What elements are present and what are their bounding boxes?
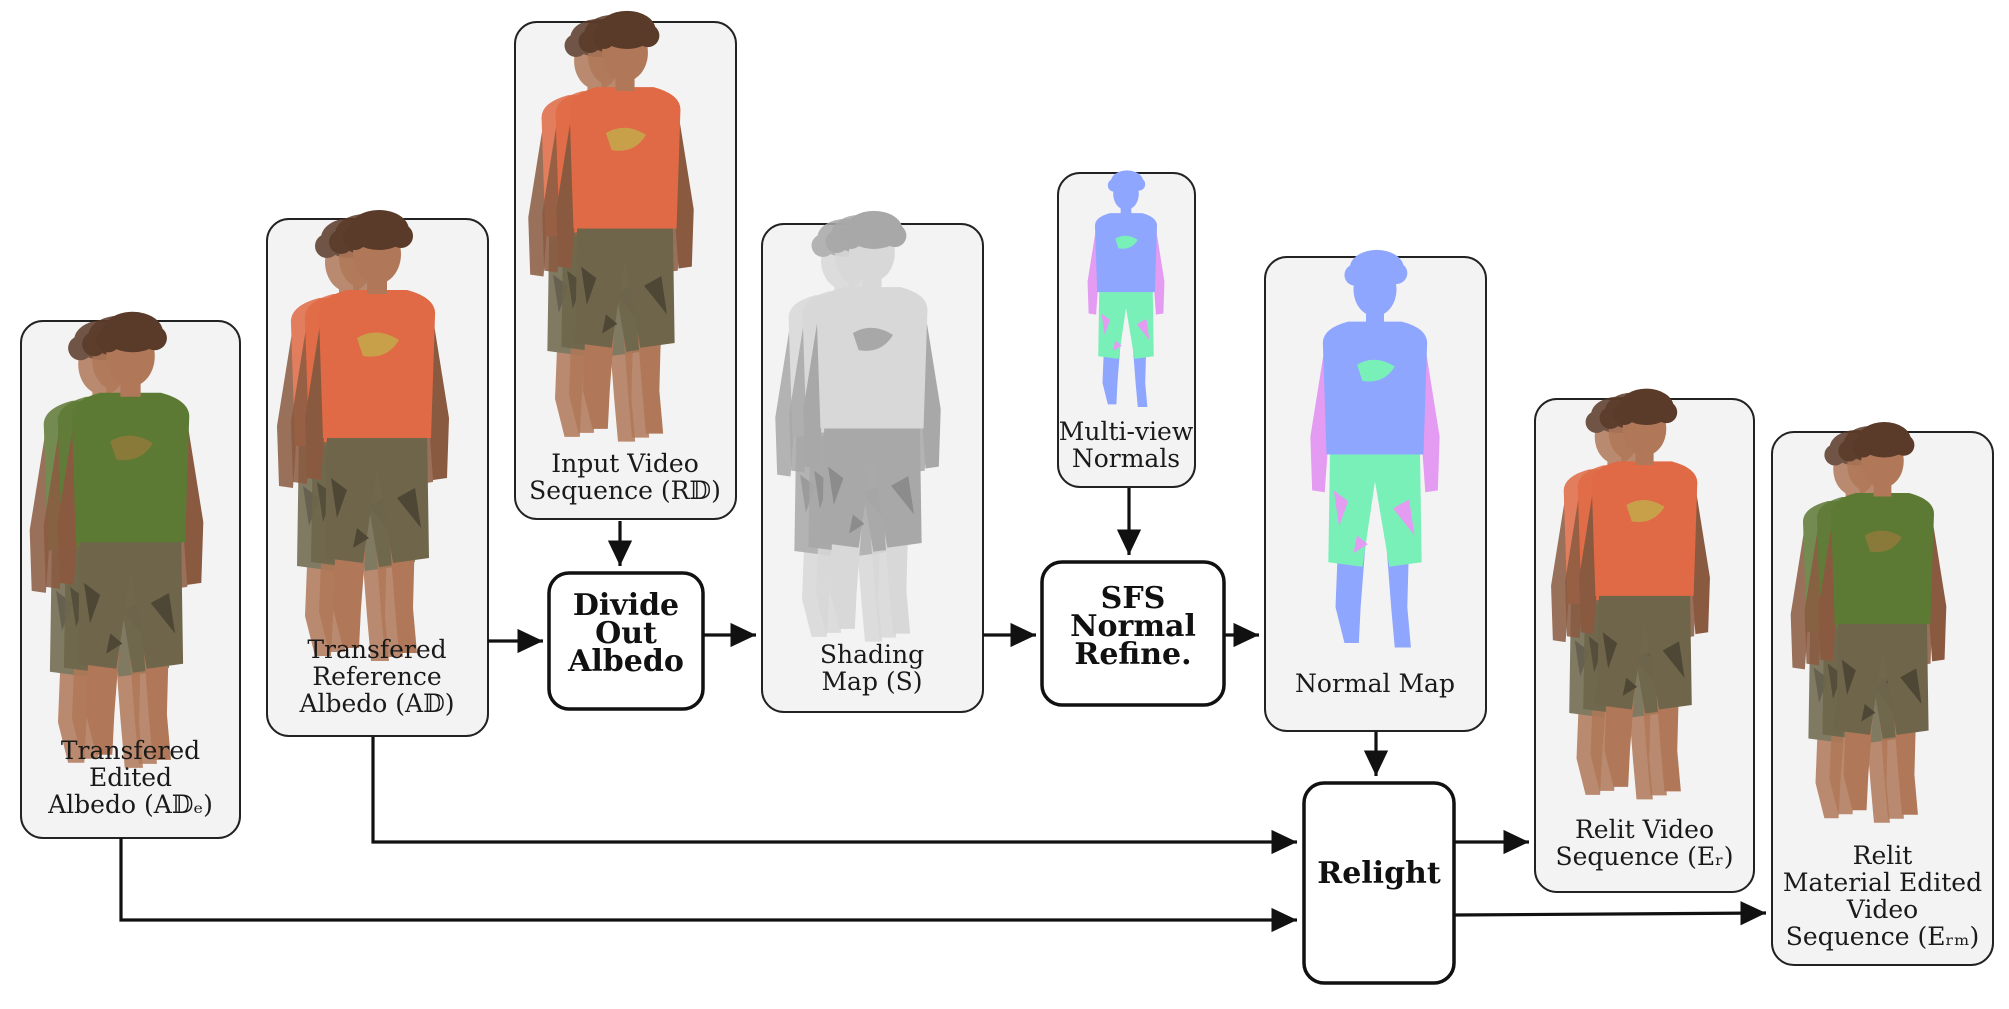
label-line: Normal: [1070, 609, 1196, 644]
normal-map-label: Normal Map: [1295, 669, 1455, 698]
label-line: Map (S): [821, 667, 922, 696]
person-figure: [803, 210, 941, 634]
label-line: SFS: [1101, 581, 1166, 616]
label-line: Sequence (R𝔻): [529, 476, 721, 505]
arrow-relight-to-relit-material: [1453, 901, 1767, 926]
normal-map-node: Normal Map: [1264, 249, 1487, 732]
label-line: Edited: [89, 763, 172, 792]
label-line: Transfered: [307, 635, 446, 664]
relight-process: Relight: [1302, 781, 1456, 985]
person-figure: [305, 210, 449, 653]
person-figure: [57, 311, 204, 760]
label-line: Normals: [1072, 444, 1180, 473]
person-figure: [1310, 249, 1440, 648]
label-line: Albedo (A𝔻): [298, 689, 454, 718]
label-line: Relit Video: [1575, 815, 1714, 844]
label-line: Sequence (Eᵣₘ): [1786, 922, 1979, 951]
label-line: Albedo (A𝔻ₑ): [47, 790, 213, 819]
label-line: Divide: [573, 588, 679, 623]
label-line: Input Video: [551, 449, 699, 478]
edited-albedo-figures: [29, 311, 204, 768]
reference-albedo-figures: [277, 210, 449, 661]
label-line: Refine.: [1074, 637, 1191, 672]
person-figure: [556, 10, 694, 434]
person-figure: [1579, 388, 1710, 792]
arrow-edited-to-relight: [119, 838, 1297, 933]
relit-material-figures: [1790, 422, 1947, 823]
label-line: Out: [595, 616, 657, 651]
relit-video-figures: [1551, 388, 1710, 800]
input-video-figures: [528, 10, 694, 442]
relight-label: Relight: [1317, 856, 1441, 891]
label-line: Sequence (Eᵣ): [1555, 842, 1733, 871]
arrows: [119, 488, 1767, 933]
label-line: Albedo: [567, 644, 684, 679]
normal-map-figure: [1310, 249, 1440, 648]
label-line: Normal Map: [1295, 669, 1455, 698]
label-line: Material Edited: [1783, 868, 1982, 897]
label-line: Transfered: [61, 736, 200, 765]
label-line: Relight: [1317, 856, 1441, 891]
arrow-reference-to-relight: [371, 737, 1297, 855]
label-line: Video: [1846, 895, 1918, 924]
label-line: Multi-view: [1059, 417, 1194, 446]
person-figure: [1087, 170, 1165, 407]
label-line: Shading: [820, 640, 924, 669]
label-line: Relit: [1853, 841, 1913, 870]
person-figure: [1818, 422, 1947, 815]
label-line: Reference: [312, 662, 441, 691]
shading-map-figures: [775, 210, 941, 642]
multiview-normals-figure: [1087, 170, 1165, 407]
